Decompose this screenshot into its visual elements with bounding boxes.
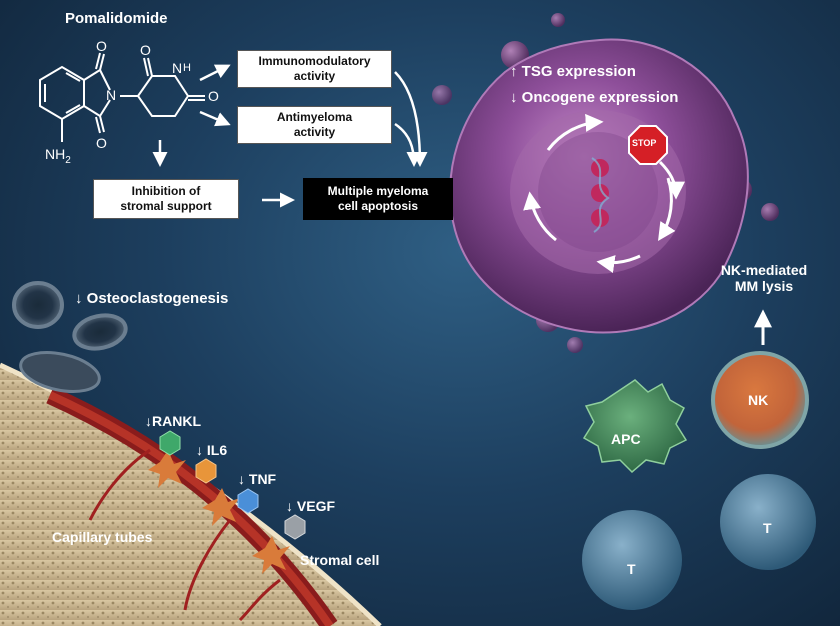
stromal-cell-label: Stromal cell <box>300 552 380 568</box>
osteoclast-cell <box>19 351 101 393</box>
pomalidomide-structure <box>39 52 205 142</box>
capillary-branch <box>88 448 151 521</box>
myeloma-bubble <box>432 85 452 105</box>
osteoclast-cell <box>72 313 128 351</box>
stop-label: STOP <box>632 138 657 148</box>
apc-cell-label: APC <box>611 431 641 447</box>
atom-label-n: N <box>172 60 183 76</box>
rankl-particle <box>159 430 181 456</box>
t-cell <box>720 474 816 570</box>
t-cell-label: T <box>763 520 772 536</box>
atom-label-o: O <box>96 38 107 54</box>
dna-bead <box>591 184 609 202</box>
atom-label-o: O <box>208 88 219 104</box>
apc-cell <box>582 379 688 474</box>
vegf-particle <box>284 514 306 540</box>
stop-arrow <box>658 160 685 200</box>
cycle-arrow <box>596 254 641 273</box>
drug-name: Pomalidomide <box>65 10 168 27</box>
tnf-label: ↓ TNF <box>238 471 277 487</box>
il6-label: ↓ IL6 <box>196 442 228 458</box>
capillary-tubes-label: Capillary tubes <box>52 529 153 545</box>
atom-label-n: N <box>106 87 117 103</box>
myeloma-bubble <box>567 337 583 353</box>
atom-label-o: O <box>96 135 107 151</box>
flow-arrows <box>152 64 428 208</box>
stromal-cells <box>148 450 290 574</box>
cycle-arrow <box>523 191 557 242</box>
nk-cell-label: NK <box>748 392 769 408</box>
il6-particle <box>195 458 217 484</box>
t-cell-label: T <box>627 561 636 577</box>
tsg-label: ↑ TSG expression <box>510 63 636 80</box>
atom-label-o: O <box>140 42 151 58</box>
osteoclastogenesis-label: ↓ Osteoclastogenesis <box>75 290 229 307</box>
oncogene-label: ↓ Oncogene expression <box>510 89 679 106</box>
t-cell <box>582 510 682 610</box>
vegf-label: ↓ VEGF <box>286 498 336 514</box>
rankl-label: ↓RANKL <box>145 413 201 429</box>
myeloma-bubble <box>551 13 565 27</box>
nk-cell <box>711 351 809 449</box>
stop-sign-icon <box>628 125 668 165</box>
tnf-particle <box>237 488 259 514</box>
cycle-arrow <box>546 113 604 151</box>
myeloma-bubble <box>761 203 779 221</box>
amine-label: NH2 <box>45 146 71 166</box>
osteoclast-cell <box>12 281 64 329</box>
atom-label-h: H <box>183 62 191 74</box>
